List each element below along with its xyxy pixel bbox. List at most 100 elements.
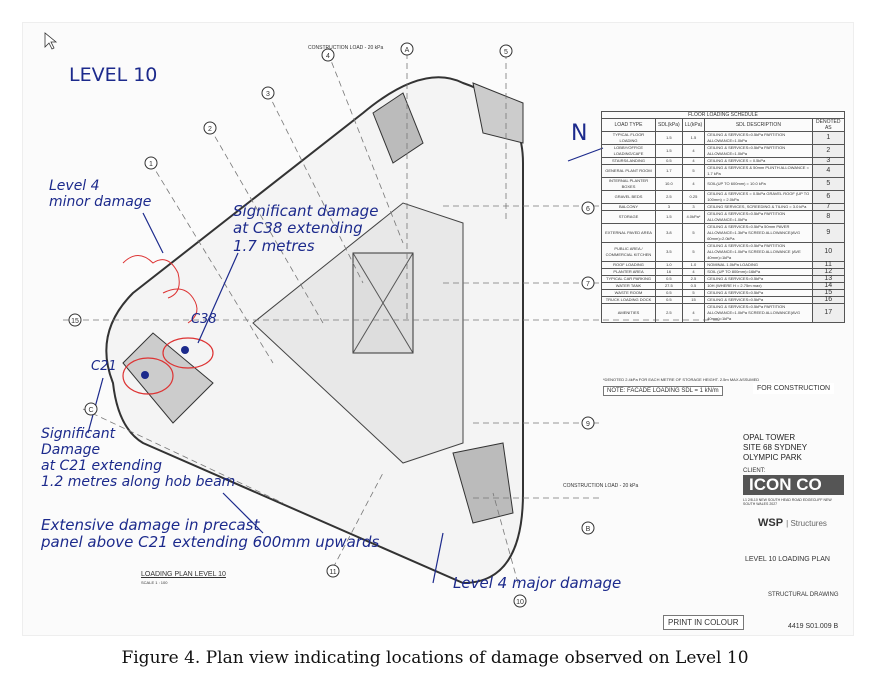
status-for-construction: FOR CONSTRUCTION	[753, 383, 835, 394]
schedule-cell: 8	[811, 210, 846, 224]
schedule-cell: GENERAL PLANT ROOM	[601, 164, 656, 178]
damage-cloud	[162, 288, 198, 324]
schedule-cell: 7	[811, 203, 846, 211]
project-line: SITE 68 SYDNEY	[743, 443, 808, 452]
schedule-cell: 10H (WHERE H = 2.75m max)	[704, 282, 813, 290]
schedule-cell: 3	[655, 203, 683, 211]
schedule-cell: 5	[681, 223, 706, 243]
schedule-cell: TYPICAL FLOOR LOADING	[601, 131, 656, 145]
schedule-cell: CEILING & SERVICES=0.5kPa	[704, 289, 813, 297]
client-address: L1 2/8-10 NEW SOUTH HEAD ROAD EDGECLIFF …	[743, 498, 832, 506]
drawing-number: 4419 S01.009 B	[788, 623, 839, 630]
schedule-cell: 0.5	[655, 275, 683, 283]
annotation-c21-damage: Significant Damage at C21 extending 1.2 …	[41, 426, 235, 490]
grid-bubble-b: B	[586, 526, 591, 533]
schedule-cell: 2.5	[681, 275, 706, 283]
schedule-cell: 1.5	[655, 131, 683, 145]
schedule-cell: 1.5	[655, 210, 683, 224]
schedule-cell: CEILING & SERVICES=0.5kPa PARTITION ALLO…	[704, 210, 813, 224]
schedule-cell: 2.5	[655, 303, 683, 323]
schedule-cell: 5	[681, 289, 706, 297]
schedule-cell: 0.5	[681, 282, 706, 290]
annotation-line: panel above C21 extending 600mm upwards	[41, 533, 380, 552]
grid-bubble-15: 15	[71, 318, 79, 325]
hatched-area	[452, 442, 514, 524]
schedule-cell: CEILING & SERVICES=0.5kPa	[704, 296, 813, 304]
north-label: N	[571, 121, 588, 146]
consultant-division: Structures	[790, 519, 827, 528]
annotation-level4-major: Level 4 major damage	[453, 574, 622, 592]
schedule-cell: 1.0	[681, 261, 706, 269]
grid-bubble-1: 1	[149, 161, 153, 168]
schedule-cell: 0.25	[681, 190, 706, 204]
schedule-cell: CEILING & SERVICES = 0.5kPa GRAVEL ROOF …	[704, 190, 813, 204]
schedule-cell: WASTE ROOM	[601, 289, 656, 297]
schedule-cell: 16	[811, 296, 846, 304]
schedule-cell: CEILING & SERVICES=0.5kPa 50mm PAVER ALL…	[704, 223, 813, 243]
schedule-cell: NOMINAL 1.0kPa LOADING	[704, 261, 813, 269]
schedule-cell: AMENITIES	[601, 303, 656, 323]
schedule-cell: 1.5	[681, 131, 706, 145]
drawing-title: LEVEL 10 LOADING PLAN	[745, 556, 830, 563]
schedule-cell: 4.0kPa*	[681, 210, 706, 224]
schedule-cell: INTERNAL PLANTER BOXES	[601, 177, 656, 191]
grid-lines	[63, 43, 723, 584]
annotation-line: Significant damage	[233, 202, 379, 220]
plan-title: LOADING PLAN LEVEL 10	[141, 571, 226, 578]
grid-bubble-5: 5	[504, 49, 508, 56]
project-line: OLYMPIC PARK	[743, 453, 802, 462]
schedule-cell: 0.5	[655, 289, 683, 297]
annotation-line: at C38 extending	[233, 219, 363, 238]
schedule-cell: CEILING & SERVICES=0.5kPa PARTITION ALLO…	[704, 303, 813, 323]
schedule-cell: CEILING & SERVICES & 50mm PLINTH ALLOWAN…	[704, 164, 813, 178]
consultant-logo: WSP | Structures	[758, 517, 827, 529]
annotation-precast: Extensive damage in precast panel above …	[41, 516, 380, 552]
schedule-cell: 0.5	[655, 296, 683, 304]
cursor-icon	[44, 32, 58, 50]
drawing-type: STRUCTURAL DRAWING	[768, 592, 839, 598]
schedule-cell: 2	[811, 144, 846, 158]
schedule-cell: CEILING & SERVICES=0.5kPa	[704, 275, 813, 283]
schedule-header-cell: LL(kPa)	[681, 118, 706, 132]
consultant-name: WSP	[758, 517, 784, 529]
schedule-cell: PLANTER AREA	[601, 268, 656, 276]
schedule-cell: TYPICAL CAR PARKING	[601, 275, 656, 283]
construction-load-right: CONSTRUCTION LOAD - 20 kPa	[563, 483, 639, 489]
schedule-title: FLOOR LOADING SCHEDULE	[601, 111, 845, 119]
schedule-cell: 5	[681, 242, 706, 262]
schedule-cell: STAIRS/LANDING	[601, 157, 656, 165]
annotation-line: 1.7 metres	[233, 236, 315, 255]
schedule-footnote: *DENOTED 2.4kPa FOR EACH METRE OF STORAG…	[603, 377, 760, 382]
schedule-cell: CEILING & SERVICES=0.5kPa PARTITION ALLO…	[704, 144, 813, 158]
schedule-cell: WATER TANK	[601, 282, 656, 290]
schedule-cell: 10.0	[655, 177, 683, 191]
schedule-cell: 9	[811, 223, 846, 243]
annotation-line: minor damage	[49, 194, 152, 211]
client-logo: ICON CO	[743, 475, 844, 495]
schedule-cell: 4	[681, 303, 706, 323]
schedule-cell: 4	[681, 157, 706, 165]
schedule-cell: 17	[811, 303, 846, 323]
grid-bubble-7: 7	[586, 281, 590, 288]
schedule-cell: BALCONY	[601, 203, 656, 211]
column-c38	[181, 346, 189, 354]
schedule-cell: 0.5	[655, 157, 683, 165]
schedule-cell: 3	[811, 157, 846, 165]
print-in-colour-note: PRINT IN COLOUR	[663, 615, 744, 630]
project-line: OPAL TOWER	[743, 433, 796, 442]
schedule-cell: 3	[681, 203, 706, 211]
schedule-cell: 15	[681, 296, 706, 304]
